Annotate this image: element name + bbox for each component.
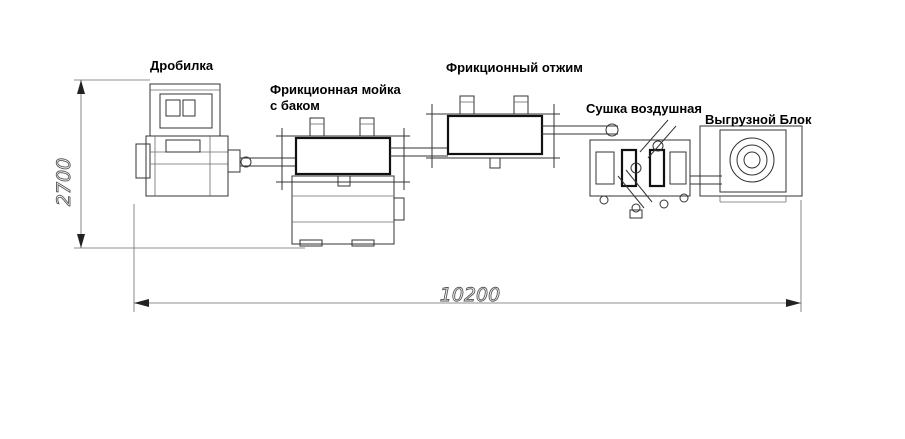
unloading-unit-drawing — [699, 125, 803, 203]
unloading-unit-label: Выгрузной Блок — [705, 112, 812, 127]
friction-washer-label-line1: Фрикционная мойка — [270, 82, 401, 97]
crusher-label: Дробилка — [150, 58, 214, 73]
friction-washer-drawing — [276, 117, 410, 247]
pipe-crusher-washer — [240, 156, 298, 168]
pipe-dryer-unloader — [690, 175, 722, 185]
friction-squeezer-label: Фрикционный отжим — [446, 60, 583, 75]
pipe-washer-squeezer — [390, 147, 448, 157]
length-dimension-label: 10200 — [440, 284, 500, 306]
air-dryer-label: Сушка воздушная — [586, 101, 702, 116]
crusher-drawing — [135, 83, 241, 197]
friction-washer-label-line2: с баком — [270, 98, 320, 113]
pipe-squeezer-dryer — [542, 123, 619, 137]
friction-squeezer-drawing — [426, 95, 560, 169]
height-dimension-label: 2700 — [53, 158, 75, 206]
length-dimension: 10200 — [133, 200, 802, 312]
air-dryer-drawing — [589, 119, 691, 219]
height-dimension: 2700 — [53, 79, 305, 249]
